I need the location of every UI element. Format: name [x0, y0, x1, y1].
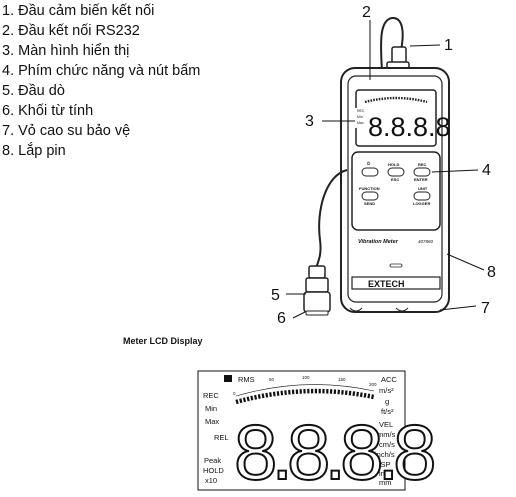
svg-text:200: 200	[369, 382, 377, 387]
callout-3: 3	[305, 113, 314, 130]
svg-text:inch/s: inch/s	[375, 450, 395, 459]
svg-text:50: 50	[269, 377, 275, 382]
lcd-digits: 8.8.8.8	[234, 408, 433, 496]
svg-text:SEND: SEND	[364, 201, 375, 206]
legend-item: 1. Đầu cảm biến kết nối	[2, 3, 155, 19]
unit-logger-button[interactable]	[413, 191, 431, 201]
svg-text:REC: REC	[418, 162, 427, 167]
legend-item: 7. Vỏ cao su bảo vệ	[2, 123, 131, 139]
svg-text:mm: mm	[379, 478, 392, 487]
svg-text:inch: inch	[379, 469, 393, 478]
svg-text:LOGGER: LOGGER	[413, 201, 430, 206]
callout-7: 7	[481, 300, 490, 317]
lcd-min: Min	[205, 404, 217, 413]
lcd-hold: HOLD	[203, 466, 224, 475]
lcd-rms: RMS	[238, 375, 255, 384]
legend-item: 3. Màn hình hiển thị	[2, 43, 130, 59]
lcd-badge	[224, 375, 232, 382]
callout-2: 2	[362, 4, 371, 21]
callout-5: 5	[271, 287, 280, 304]
lcd-max: Max	[205, 417, 219, 426]
parts-legend: 1. Đầu cảm biến kết nối 2. Đầu kết nối R…	[2, 1, 200, 161]
power-icon: ⏻	[367, 161, 371, 166]
callout-8: 8	[487, 264, 496, 281]
callout-6: 6	[277, 310, 286, 327]
svg-text:m/s²: m/s²	[379, 386, 394, 395]
top-cable	[380, 17, 404, 71]
function-send-button[interactable]	[361, 191, 379, 201]
legend-item: 4. Phím chức năng và nút bấm	[2, 63, 201, 79]
lcd-rec: REC	[203, 391, 219, 400]
svg-text:100: 100	[302, 375, 310, 380]
rec-enter-button[interactable]	[413, 167, 431, 177]
svg-text:150: 150	[338, 377, 346, 382]
lcd-bargraph	[235, 388, 375, 405]
svg-text:Max: Max	[357, 121, 364, 125]
power-button[interactable]	[361, 167, 379, 177]
svg-text:HOLD: HOLD	[388, 162, 399, 167]
svg-text:0: 0	[233, 391, 236, 396]
callout-4: 4	[482, 162, 491, 179]
svg-text:ft/s²: ft/s²	[381, 407, 394, 416]
hold-esc-button[interactable]	[387, 167, 405, 177]
lcd-acc: ACC	[381, 375, 397, 384]
svg-text:Min: Min	[357, 115, 363, 119]
lcd-caption: Meter LCD Display	[123, 336, 203, 346]
screen-digits: 8.8.8.8	[368, 112, 451, 142]
svg-text:ESC: ESC	[391, 177, 399, 182]
probe-cable	[315, 169, 348, 269]
svg-text:UNIT: UNIT	[418, 186, 428, 191]
name-plate: Vibration Meter	[358, 239, 399, 245]
legend-item: 8. Lắp pin	[2, 143, 66, 159]
brand-logo: EXTECH	[368, 279, 405, 289]
callout-1: 1	[444, 37, 453, 54]
svg-text:REC: REC	[357, 109, 365, 113]
svg-text:DISP: DISP	[373, 460, 391, 469]
lcd-peak: Peak	[204, 456, 221, 465]
lcd-x10: x10	[205, 476, 217, 485]
legend-item: 2. Đầu kết nối RS232	[2, 23, 140, 39]
lcd-rel: REL	[214, 433, 229, 442]
legend-item: 6. Khối từ tính	[2, 103, 94, 119]
svg-text:mm/s: mm/s	[377, 430, 396, 439]
svg-text:VEL: VEL	[379, 420, 393, 429]
svg-text:FUNCTION: FUNCTION	[359, 186, 380, 191]
svg-text:g: g	[385, 397, 389, 406]
screen-bargraph	[364, 96, 428, 104]
model-number: 407860	[418, 239, 434, 244]
svg-text:cm/s: cm/s	[379, 440, 395, 449]
legend-item: 5. Đầu dò	[2, 83, 65, 99]
svg-text:ENTER: ENTER	[414, 177, 428, 182]
